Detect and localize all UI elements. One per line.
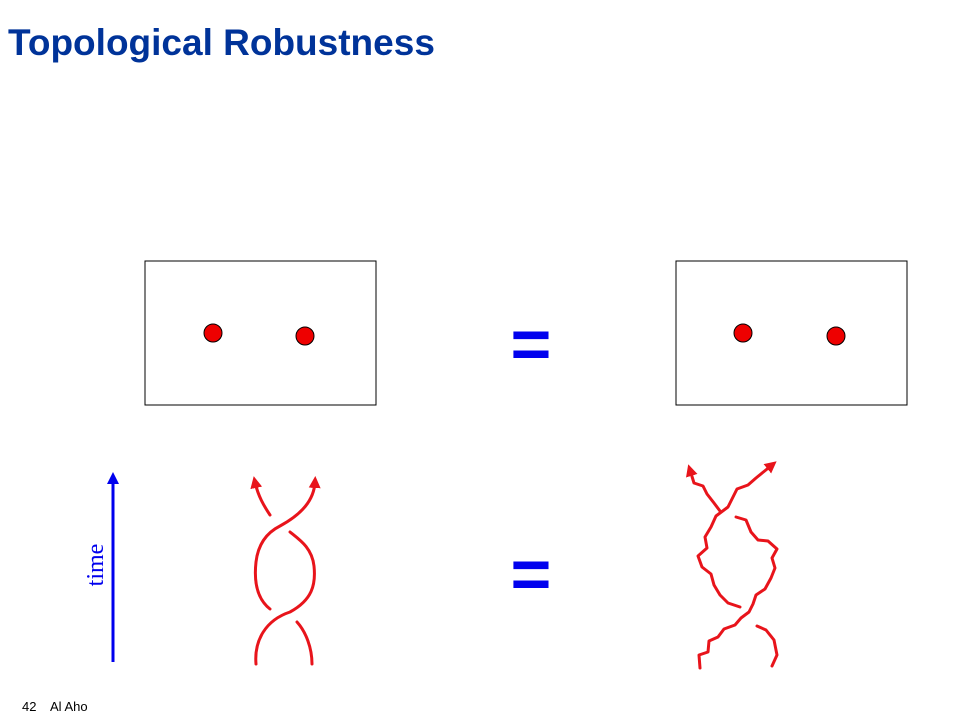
page-number: 42 (22, 699, 37, 714)
right-box-particle-2 (826, 326, 846, 346)
smooth-braid (250, 476, 321, 666)
slide-title: Topological Robustness (8, 22, 435, 63)
left-box-particle-2 (295, 326, 315, 346)
smooth-braid-strand-cross-1 (254, 530, 316, 666)
footer-author: Al Aho (50, 699, 88, 714)
wiggly-braid-strand-d (755, 624, 779, 668)
smooth-braid-strand-bottom-right (295, 620, 314, 666)
right-box-particle-1 (733, 323, 753, 343)
wiggly-braid-strand-c (686, 464, 722, 513)
equals-sign-top: = (511, 305, 552, 383)
left-particle-box (144, 260, 377, 406)
wiggly-braid-strand-a (697, 515, 779, 670)
smooth-braid-strand-cross-2 (253, 476, 321, 611)
wiggly-braid (686, 461, 779, 670)
time-label: time (83, 544, 109, 587)
smooth-braid-strand-top-left (250, 476, 272, 517)
left-box-particle-1 (203, 323, 223, 343)
right-particle-box (675, 260, 908, 406)
equals-sign-bottom: = (511, 535, 552, 613)
wiggly-braid-strand-b (696, 461, 777, 609)
